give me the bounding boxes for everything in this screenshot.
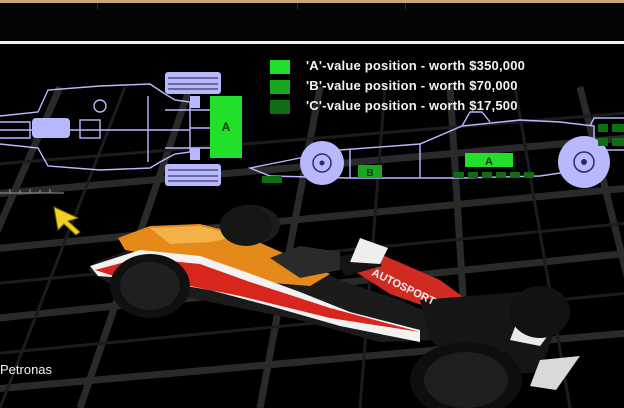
side-view-marker-a: A [485,156,493,168]
grid-floor [0,85,624,408]
side-view-zone-b [358,165,382,178]
side-view-zone-a [465,153,513,167]
legend-swatch-b [270,80,290,94]
plan-view-zone-a [210,96,242,158]
legend-text-c: 'C'-value position - worth $17,500 [306,98,518,113]
side-view-marker-b: B [366,168,373,179]
top-panel-seam [405,3,406,9]
legend-text-b: 'B'-value position - worth $70,000 [306,78,518,93]
plan-view-blueprint [0,83,212,171]
side-view-zone-c [262,124,624,183]
plan-view-marker-a: A [222,120,231,134]
top-panel-seam [297,3,298,9]
legend-text-a: 'A'-value position - worth $350,000 [306,58,526,73]
top-panel [0,0,624,44]
legend-swatch-a [270,60,290,74]
arrow-pointer-icon[interactable] [53,206,81,236]
scale-ruler [0,189,64,194]
legend-swatch-c [270,100,290,114]
side-view-wheels [300,136,610,188]
team-sponsor-label: Petronas [0,362,53,377]
top-panel-seam [97,3,98,9]
f1-car-model: AUTOSPORT [88,205,580,408]
